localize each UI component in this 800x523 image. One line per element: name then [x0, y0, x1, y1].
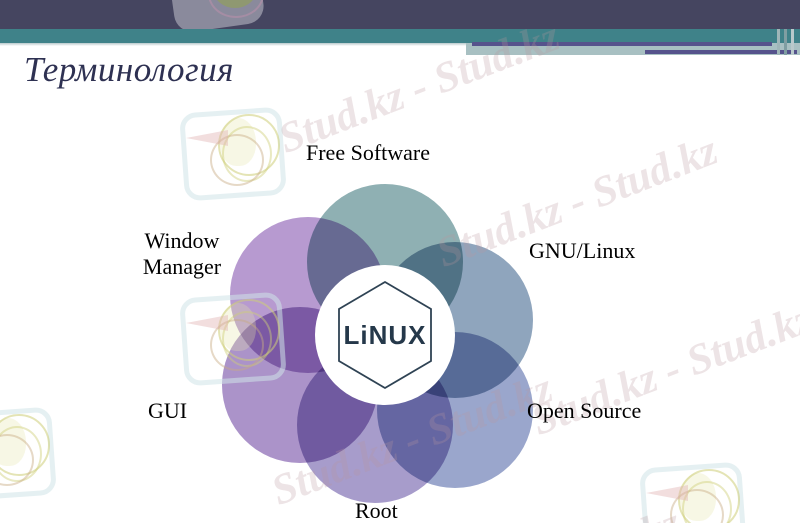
label-free-software: Free Software: [306, 140, 431, 165]
purple-accent-bar-2: [645, 50, 797, 54]
label-gui: GUI: [148, 398, 188, 423]
stripe-navy-cap-2: [784, 0, 787, 29]
purple-accent-bar-1: [472, 42, 772, 46]
label-window-manager: Window Manager: [142, 228, 222, 279]
hexagon-outline-icon: [315, 265, 455, 405]
stripe-navy-cap-1: [777, 0, 780, 29]
banner-shadow: [0, 43, 800, 46]
page-title: Терминология: [24, 50, 234, 89]
stripe-navy-cap-3: [791, 0, 794, 29]
center-logo-label: LiNUX: [343, 319, 427, 350]
teal-banner: [0, 29, 800, 43]
label-gnu-linux: GNU/Linux: [529, 238, 636, 263]
navy-banner: [0, 0, 800, 29]
header-logo-disc: [214, 0, 256, 8]
label-root: Root: [355, 498, 398, 523]
label-open-source: Open Source: [527, 398, 642, 423]
